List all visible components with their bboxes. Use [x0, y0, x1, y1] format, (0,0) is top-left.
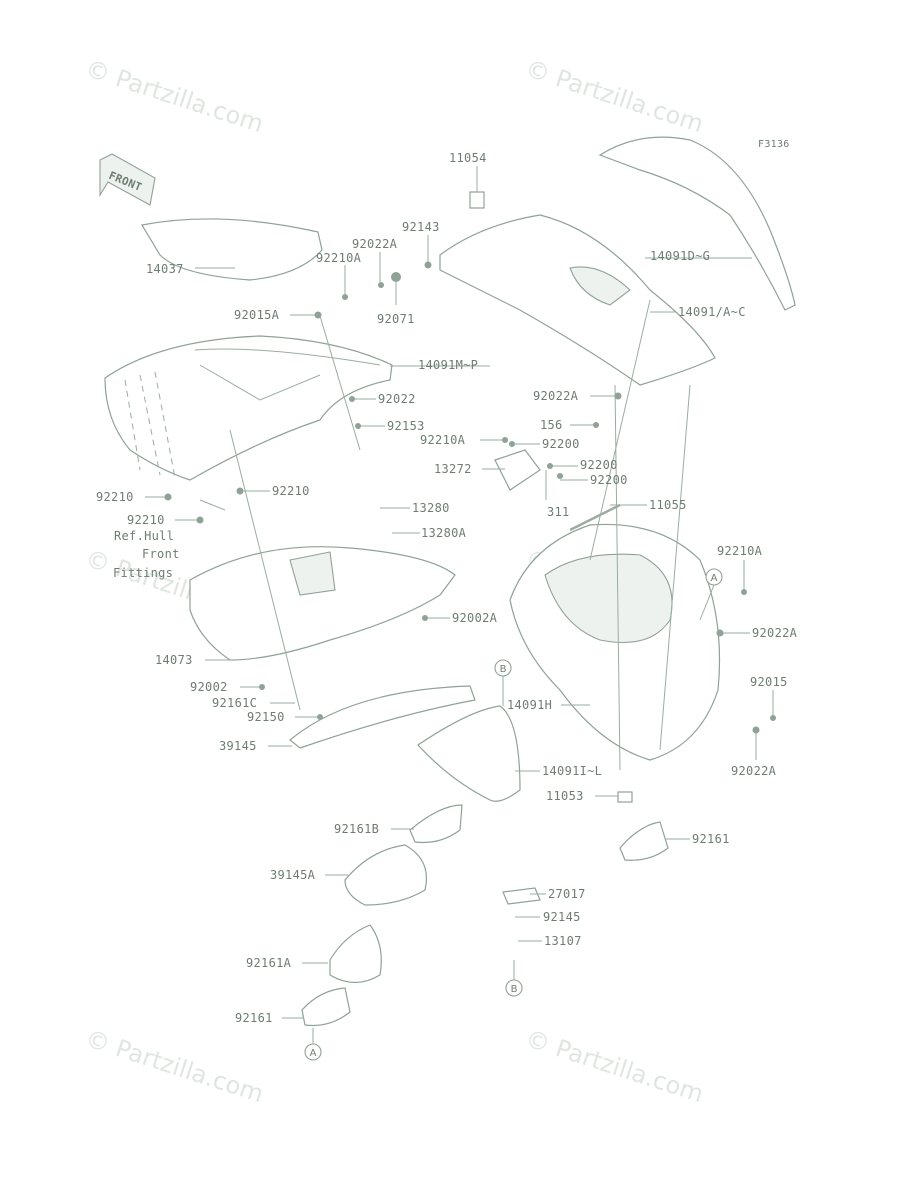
label-11053: 11053	[546, 789, 584, 803]
label-92210: 92210	[96, 490, 134, 504]
label-92143: 92143	[402, 220, 440, 234]
label-311: 311	[547, 505, 570, 519]
part-number-labels: 11054 92143 92022A 92210A 92071 14037 92…	[96, 151, 798, 1025]
label-92071: 92071	[377, 312, 415, 326]
label-92200: 92200	[590, 473, 628, 487]
part-11053	[617, 791, 633, 803]
label-14073: 14073	[155, 653, 193, 667]
leader-lines	[145, 166, 774, 1044]
label-92210: 92210	[272, 484, 310, 498]
label-92161a: 92161A	[246, 956, 292, 970]
part-27017	[502, 887, 541, 905]
ref-note-line: Ref.Hull	[114, 529, 174, 543]
label-92150: 92150	[247, 710, 285, 724]
label-92022a-mid: 92022A	[533, 389, 579, 403]
label-92210: 92210	[127, 513, 165, 527]
front-arrow-icon: FRONT	[99, 153, 156, 206]
label-92210a-mid: 92210A	[420, 433, 466, 447]
label-92161c: 92161C	[212, 696, 257, 710]
part-14091a-panel	[439, 214, 716, 386]
svg-text:A: A	[310, 1048, 317, 1059]
label-14091m-p: 14091M~P	[418, 358, 478, 372]
label-92161b: 92161B	[334, 822, 379, 836]
ref-note-line: Front	[142, 547, 180, 561]
label-39145: 39145	[219, 739, 257, 753]
label-39145a: 39145A	[270, 868, 316, 882]
part-92161-right	[619, 821, 669, 861]
label-14091h: 14091H	[507, 698, 552, 712]
part-11054	[469, 191, 485, 209]
label-13107: 13107	[544, 934, 582, 948]
part-92161-left	[301, 987, 351, 1027]
svg-text:B: B	[511, 984, 518, 995]
part-14091i-cover	[417, 705, 521, 802]
label-92210a-right: 92210A	[717, 544, 763, 558]
label-14091i-l: 14091I~L	[542, 764, 602, 778]
label-92022: 92022	[378, 392, 416, 406]
label-11055: 11055	[649, 498, 687, 512]
label-92210a: 92210A	[316, 251, 362, 265]
watermark: © Partzilla.com	[82, 54, 267, 138]
label-13280a: 13280A	[421, 526, 467, 540]
part-14091m-deck	[104, 335, 393, 481]
label-92161: 92161	[692, 832, 730, 846]
label-14091a-c: 14091/A~C	[678, 305, 746, 319]
label-92145: 92145	[543, 910, 581, 924]
label-92022a: 92022A	[352, 237, 398, 251]
ref-a-marker: A	[304, 1043, 322, 1061]
label-156: 156	[540, 418, 563, 432]
label-92002: 92002	[190, 680, 228, 694]
ref-a-marker: A	[705, 568, 723, 586]
svg-text:A: A	[711, 573, 718, 584]
part-13272-bracket	[494, 449, 541, 491]
fastener-dots	[164, 261, 776, 734]
label-14037: 14037	[146, 262, 184, 276]
part-92161b	[409, 804, 463, 844]
watermark: © Partzilla.com	[522, 54, 707, 138]
label-92022a-right: 92022A	[752, 626, 798, 640]
label-92002a: 92002A	[452, 611, 498, 625]
label-92015: 92015	[750, 675, 788, 689]
watermark: © Partzilla.com	[522, 1024, 707, 1108]
part-39145-gasket	[289, 685, 476, 749]
ref-b-marker: B	[505, 979, 523, 997]
part-14091d-rear	[598, 136, 796, 311]
label-14091d-g: 14091D~G	[650, 249, 710, 263]
part-92161a	[329, 924, 382, 984]
part-39145a	[344, 844, 427, 906]
label-92153: 92153	[387, 419, 425, 433]
figure-code: F3136	[758, 139, 790, 150]
label-11054: 11054	[449, 151, 487, 165]
label-92022a-low: 92022A	[731, 764, 777, 778]
label-13280: 13280	[412, 501, 450, 515]
part-14037-cover	[141, 218, 323, 281]
ref-note-line: Fittings	[113, 566, 173, 580]
label-92015a: 92015A	[234, 308, 280, 322]
label-27017: 27017	[548, 887, 586, 901]
label-92200: 92200	[542, 437, 580, 451]
label-92161: 92161	[235, 1011, 273, 1025]
svg-text:B: B	[500, 664, 507, 675]
label-92200: 92200	[580, 458, 618, 472]
ref-b-marker: B	[494, 659, 512, 677]
watermark: © Partzilla.com	[82, 1024, 267, 1108]
label-13272: 13272	[434, 462, 472, 476]
